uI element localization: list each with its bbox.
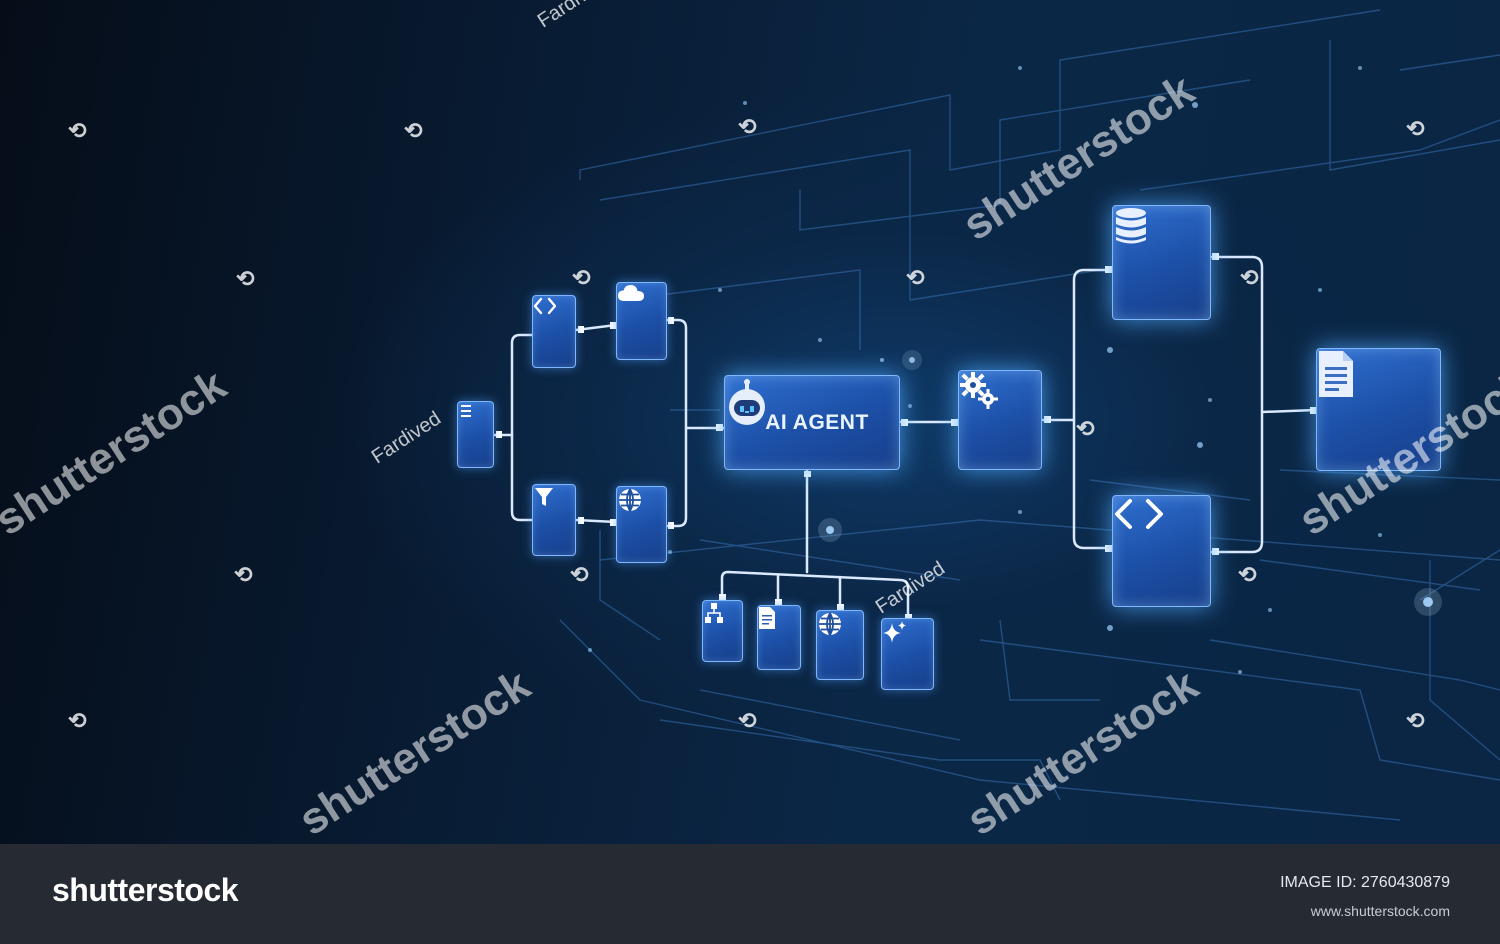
watermark-mark: ⟲ xyxy=(1076,416,1095,441)
watermark-mark: ⟲ xyxy=(404,118,423,143)
robot-icon xyxy=(729,379,765,425)
shutterstock-logo[interactable]: shutterstock xyxy=(52,872,239,908)
watermark-mark: ⟲ xyxy=(1238,562,1257,587)
filter-icon xyxy=(535,488,553,506)
input-list-node xyxy=(457,401,494,468)
ai-agent-node: AI AGENT xyxy=(724,375,900,470)
globe-node-left xyxy=(616,486,667,563)
gears-icon xyxy=(960,372,998,409)
cloud-node xyxy=(616,282,667,360)
code-node-small xyxy=(532,295,576,368)
document-node-small xyxy=(757,605,801,670)
watermark-mark: ⟲ xyxy=(236,266,255,291)
sparkle-node xyxy=(881,618,934,690)
ai-agent-label: AI AGENT xyxy=(765,410,869,434)
watermark-mark: ⟲ xyxy=(234,562,253,587)
watermark-mark: ⟲ xyxy=(570,562,589,587)
watermark-mark: ⟲ xyxy=(906,265,925,290)
watermark-mark: ⟲ xyxy=(572,265,591,290)
document-icon xyxy=(1319,351,1353,397)
watermark-mark: ⟲ xyxy=(68,708,87,733)
document-icon xyxy=(759,607,775,629)
code-node-big xyxy=(1112,495,1211,607)
globe-icon xyxy=(819,612,841,636)
diagram-canvas: AI AGENT xyxy=(0,0,1500,844)
hierarchy-icon xyxy=(705,603,723,623)
code-icon xyxy=(533,297,557,315)
cloud-icon xyxy=(618,285,644,301)
database-node xyxy=(1112,205,1211,320)
sparkle-icon xyxy=(883,621,906,643)
document-output-node xyxy=(1316,348,1441,471)
gears-node xyxy=(958,370,1042,470)
watermark-mark: ⟲ xyxy=(1406,708,1425,733)
watermark-mark: ⟲ xyxy=(1406,116,1425,141)
image-id-label: IMAGE ID: 2760430879 xyxy=(1280,874,1450,891)
filter-node xyxy=(532,484,576,556)
globe-node-bottom xyxy=(816,610,864,680)
watermark-mark: ⟲ xyxy=(738,114,757,139)
watermark-mark: ⟲ xyxy=(68,118,87,143)
hierarchy-node xyxy=(702,600,743,662)
code-icon xyxy=(1115,499,1163,529)
connection-lines xyxy=(492,253,1318,622)
circuit-background xyxy=(559,9,1500,821)
list-icon xyxy=(461,405,471,417)
shutterstock-url[interactable]: www.shutterstock.com xyxy=(1310,903,1450,919)
watermark-mark: ⟲ xyxy=(1240,265,1259,290)
database-icon xyxy=(1116,208,1146,244)
globe-icon xyxy=(619,488,641,512)
watermark-mark: ⟲ xyxy=(738,708,757,733)
stock-footer-bar: shutterstock IMAGE ID: 2760430879 www.sh… xyxy=(0,844,1500,944)
